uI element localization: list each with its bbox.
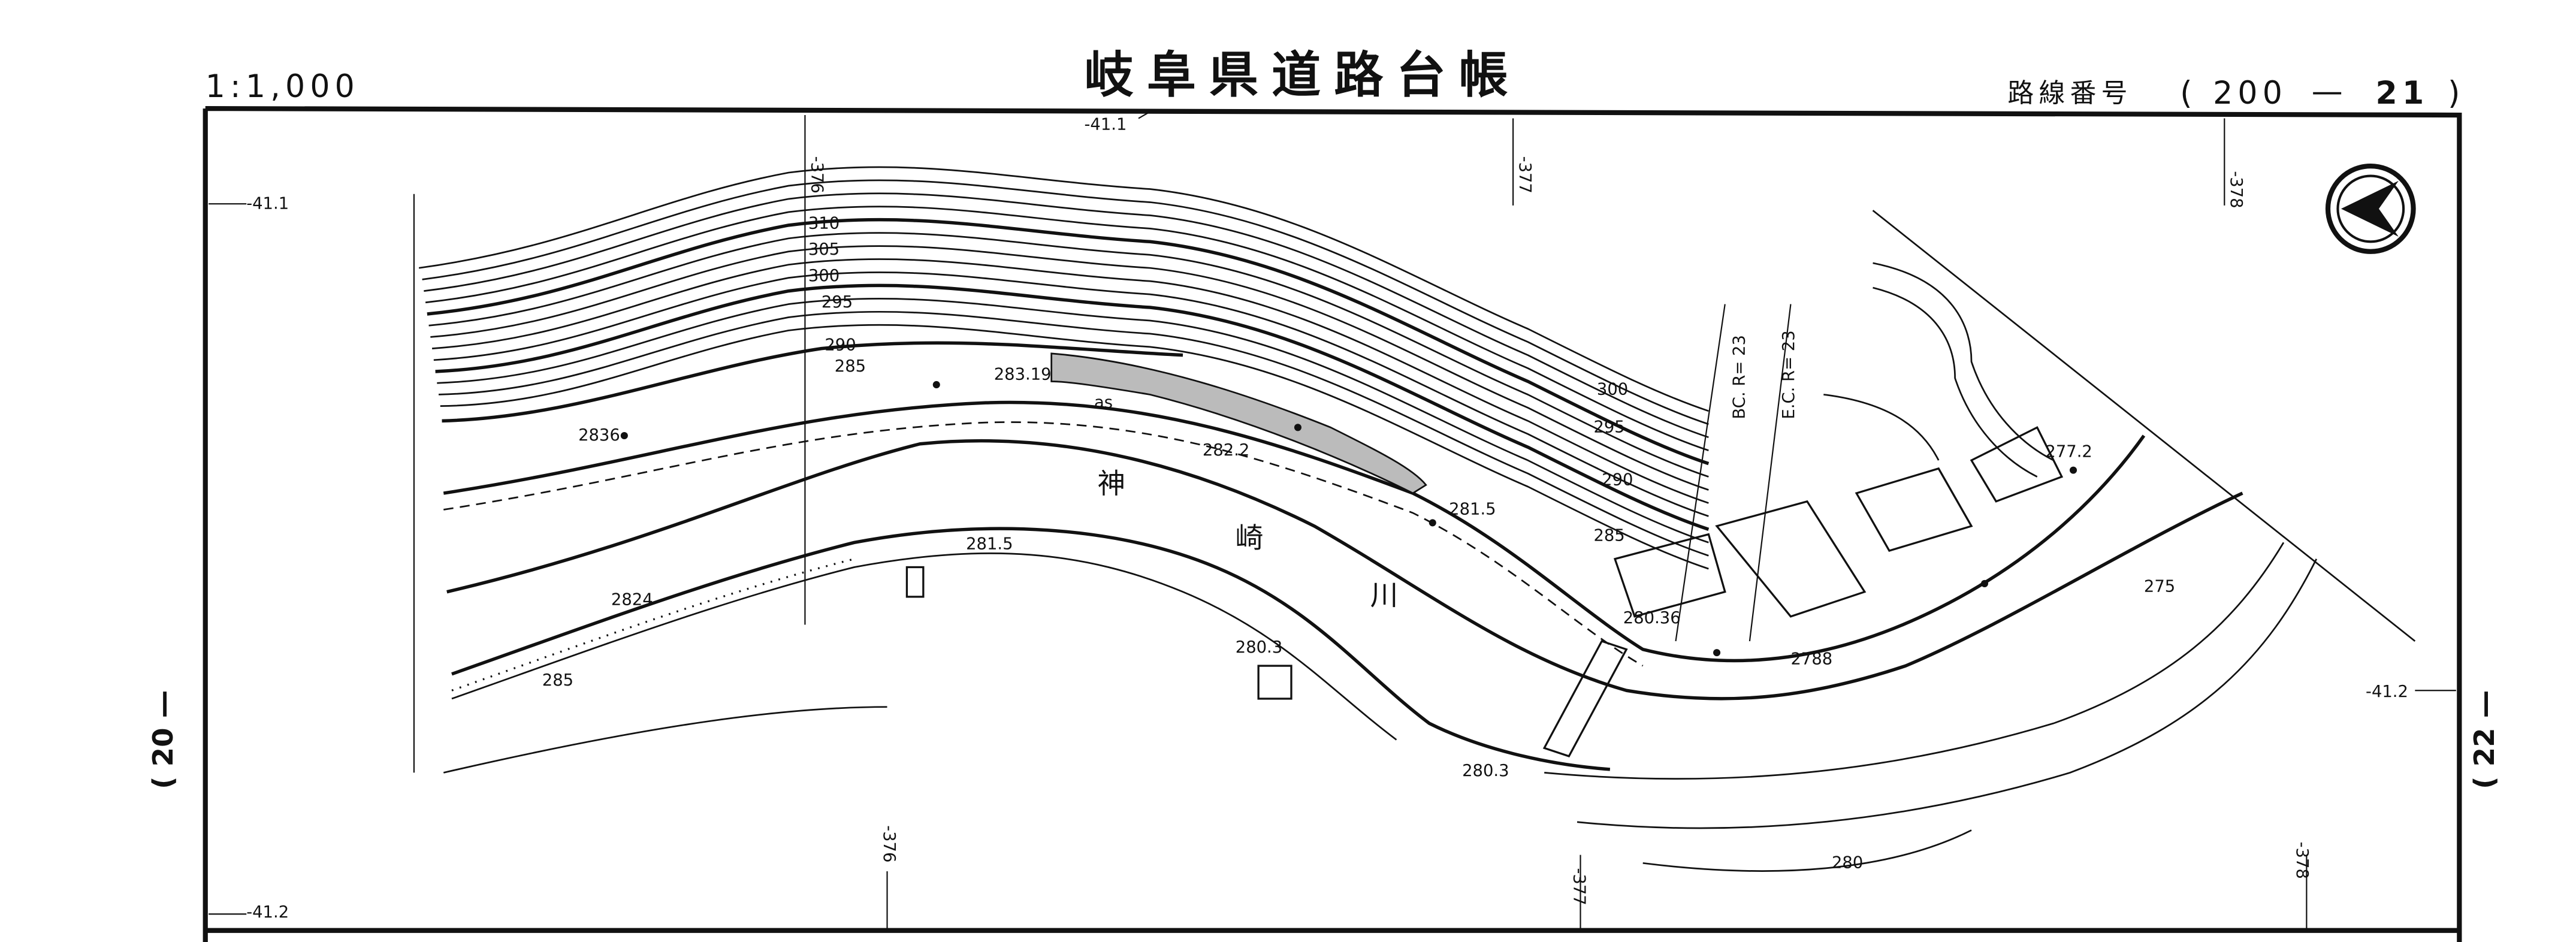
- grid-label-x-top: -376: [807, 156, 826, 194]
- contour-label: 290: [1602, 470, 1633, 489]
- grid-label-left: -41.1: [246, 194, 289, 213]
- contour-label: 285: [542, 671, 573, 690]
- grid-label-right: -41.2: [2366, 683, 2408, 701]
- adjacent-sheet-right: ( 22 —: [2468, 690, 2500, 789]
- grid-label-x-top: -377: [1515, 156, 1534, 194]
- grid-label-x-bottom: -376: [880, 825, 898, 862]
- spot-height: 277.2: [2045, 443, 2092, 461]
- grid-label-x-top: -378: [2227, 171, 2245, 208]
- spot-height: 280.36: [1623, 609, 1681, 627]
- spot-height: 282.2: [1203, 441, 1249, 460]
- buildings: [905, 426, 2064, 757]
- contour-label: 280: [1832, 854, 1863, 872]
- route-label: 路線番号: [2007, 78, 2132, 108]
- river-name-char: 神: [1097, 467, 1125, 500]
- grid-label-x-bottom: -377: [1570, 868, 1589, 905]
- ec-label: E.C. R= 23: [1780, 330, 1798, 419]
- route-close: ): [2448, 76, 2465, 111]
- route-dash: —: [2312, 74, 2348, 110]
- contour-label: 295: [822, 293, 853, 312]
- contour-label: 285: [1593, 527, 1624, 545]
- grid-label-bottom-left: -41.2: [246, 903, 289, 922]
- spot-height: 281.5: [1449, 500, 1496, 519]
- ec-line: [1748, 304, 1792, 642]
- contour-label: 275: [2144, 578, 2175, 596]
- sheet-title: 岐阜県道路台帳: [1085, 47, 1521, 104]
- contour-label: 290: [825, 336, 856, 354]
- river-name-char: 崎: [1236, 522, 1264, 554]
- spot-height: 280.3: [1236, 638, 1282, 657]
- contour-label: 310: [808, 214, 839, 233]
- misc-as: as: [1094, 393, 1113, 412]
- spot-height: 2824: [611, 591, 653, 609]
- spot-height: 2836: [578, 426, 620, 445]
- north-arrow-icon: [2325, 163, 2416, 254]
- contour-label: 295: [1593, 418, 1624, 437]
- spot-heights: 283.19 2836 282.2 281.5 281.5 2824 280.3…: [578, 366, 2092, 780]
- bc-line: [1675, 304, 1726, 642]
- route-number: 路線番号 ( 200 — 21 ): [2007, 74, 2465, 111]
- retaining-wall-hatch: [1050, 352, 1427, 494]
- route-main: 200: [2213, 76, 2287, 111]
- grid-label-x-bottom: -378: [2293, 842, 2311, 879]
- adjacent-sheet-left: ( 20 —: [147, 690, 179, 789]
- map-frame: [203, 105, 2462, 942]
- route-sub: 21: [2376, 76, 2429, 111]
- grid-lines: [209, 111, 2456, 931]
- contour-lines: [413, 166, 2416, 872]
- contour-label: 300: [1597, 380, 1628, 398]
- contour-label: 305: [808, 240, 839, 259]
- spot-height: 281.5: [966, 535, 1013, 553]
- spot-height: 283.19: [994, 366, 1052, 384]
- spot-height: 2788: [1790, 650, 1832, 668]
- river-name-char: 川: [1370, 579, 1399, 612]
- grid-label-top: -41.1: [1085, 116, 1127, 134]
- contour-label: 285: [835, 357, 866, 376]
- spot-height: 280.3: [1462, 762, 1509, 780]
- route-open: (: [2180, 76, 2197, 111]
- bc-label: BC. R= 23: [1731, 335, 1749, 419]
- contour-label: 300: [808, 267, 839, 285]
- scale-label: 1:1,000: [206, 69, 360, 105]
